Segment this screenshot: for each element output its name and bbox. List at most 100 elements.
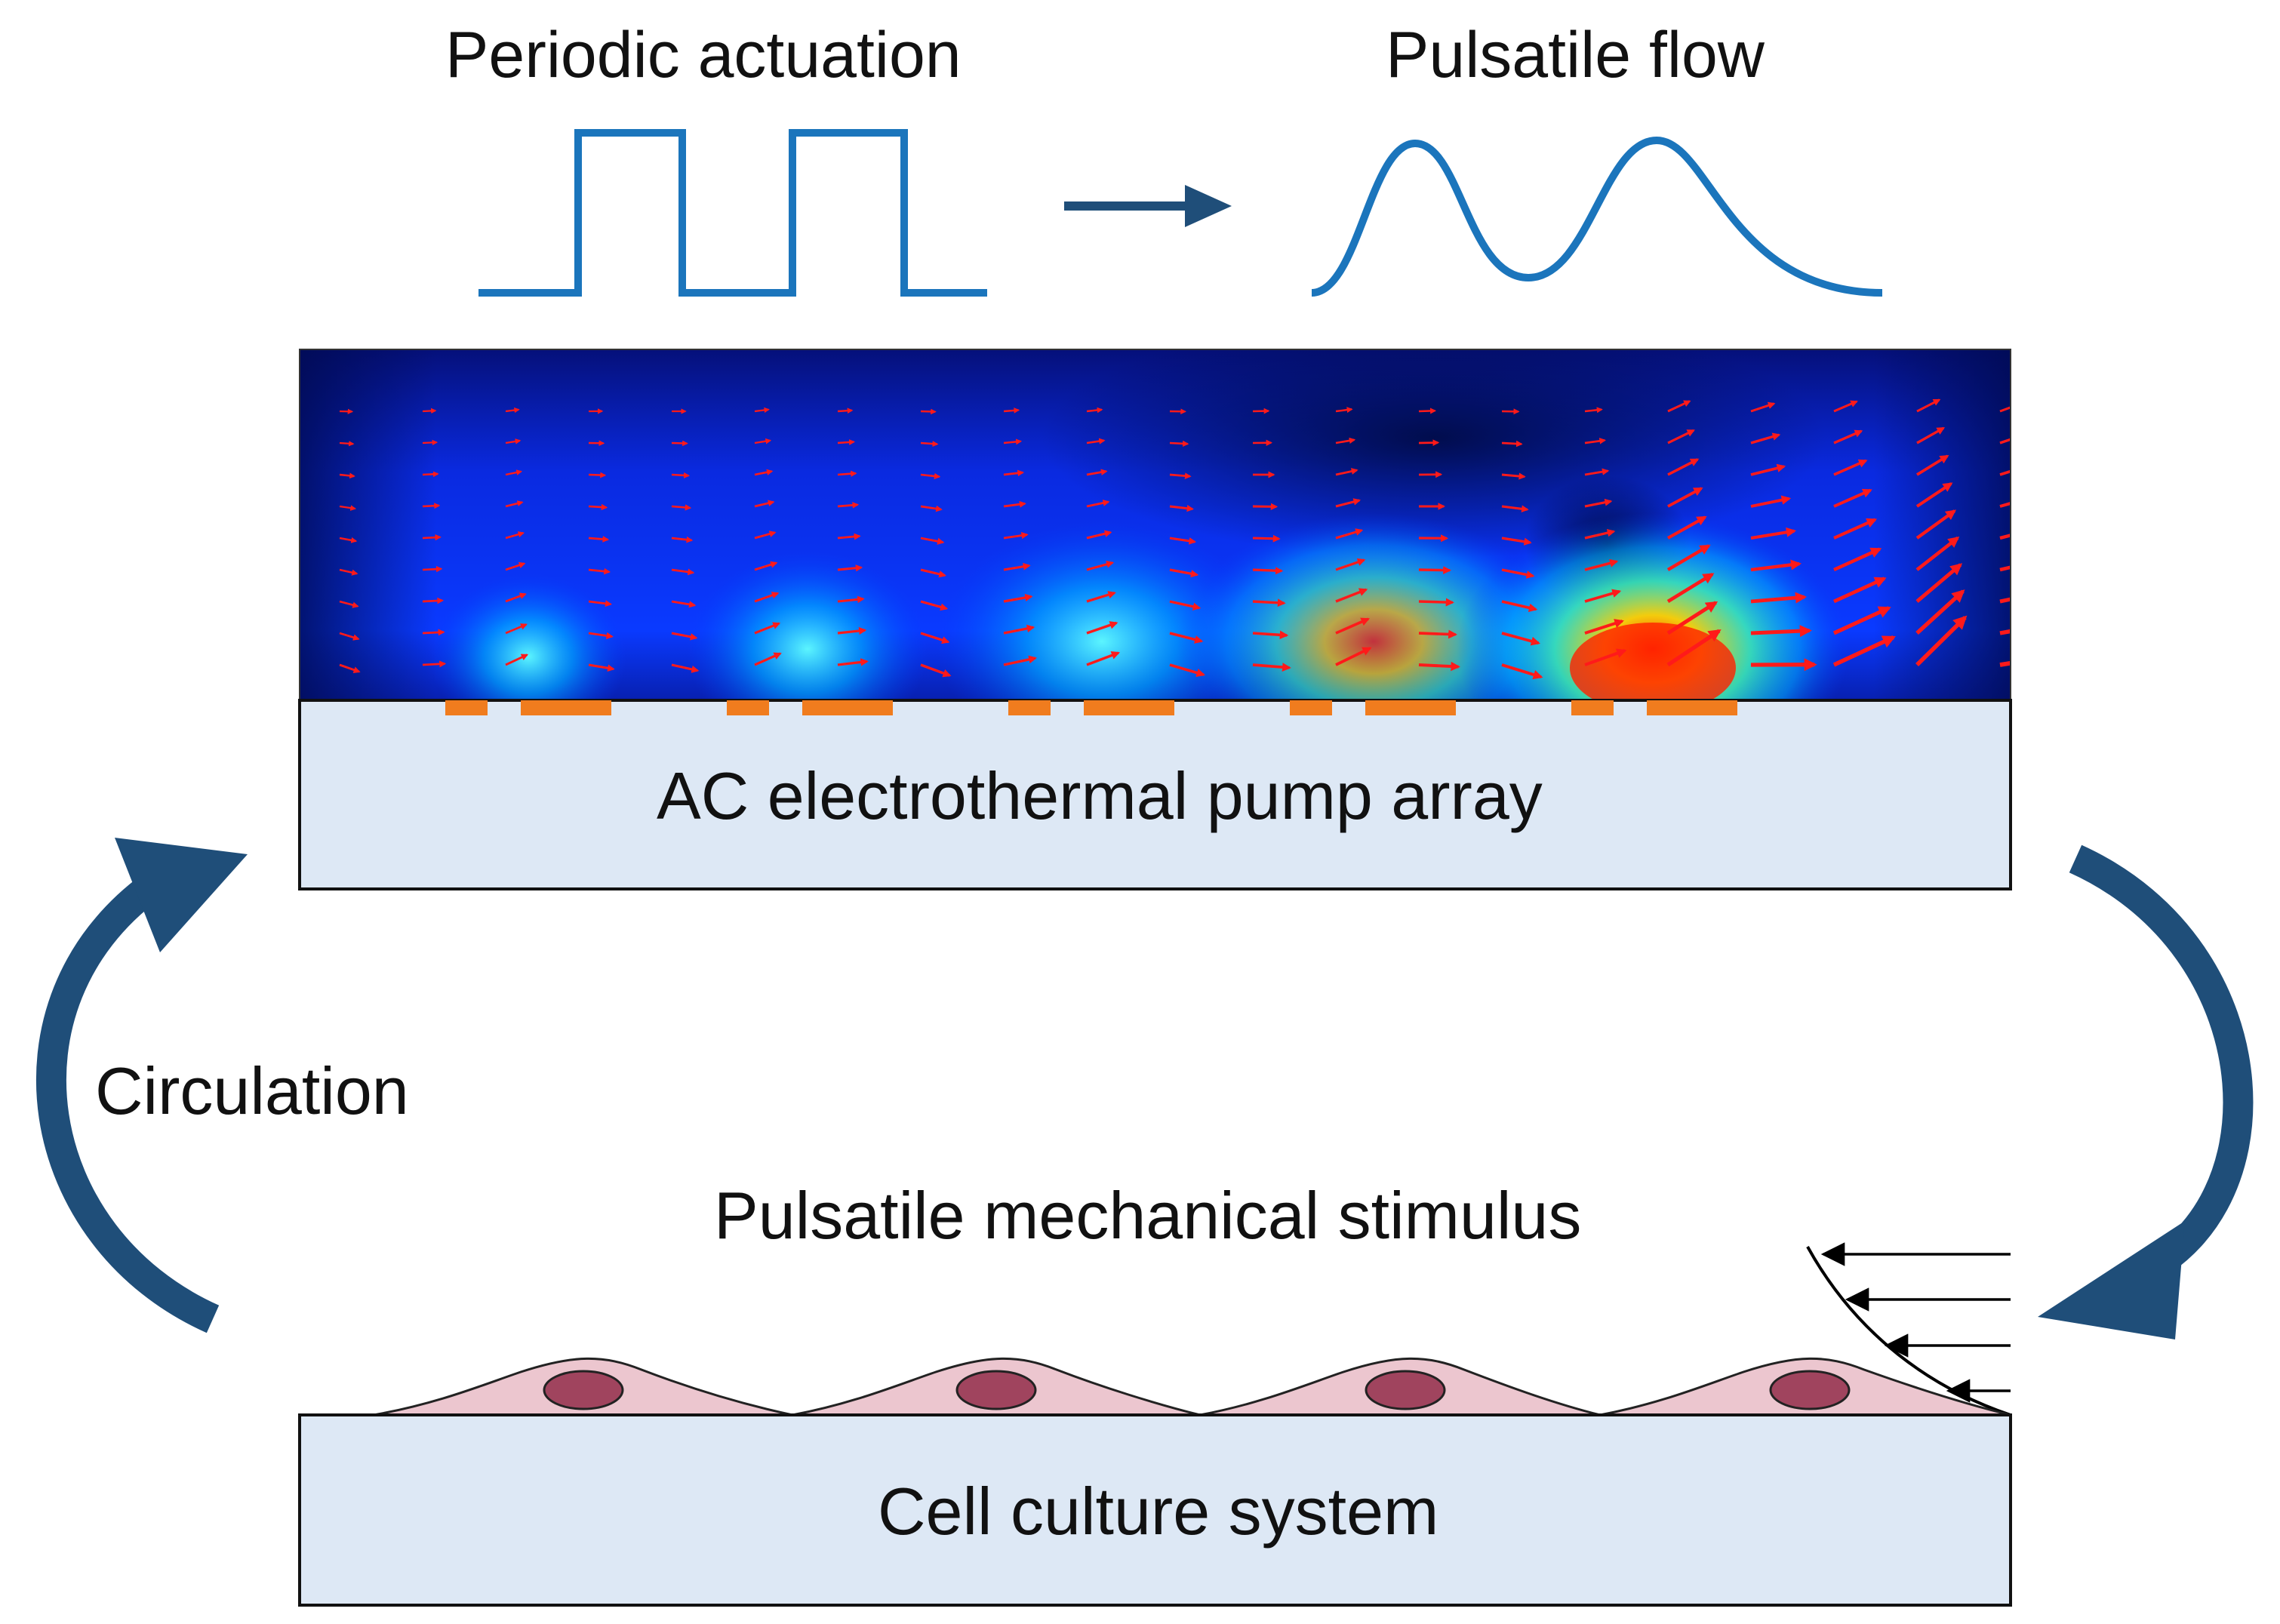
velocity-vector: [1916, 398, 1941, 413]
velocity-vector: [754, 531, 777, 540]
velocity-vector: [671, 600, 697, 608]
velocity-vector: [422, 439, 438, 446]
periodic-actuation-label: Periodic actuation: [445, 19, 962, 91]
velocity-vector: [1750, 625, 1812, 638]
velocity-vector: [505, 623, 528, 635]
velocity-vectors: [339, 398, 2011, 680]
velocity-vector: [1501, 472, 1526, 480]
electrode: [1084, 700, 1174, 715]
velocity-vector: [671, 440, 688, 447]
velocity-vector: [1252, 630, 1289, 640]
velocity-vector: [1086, 621, 1118, 635]
pump-array-box: [298, 699, 2012, 890]
velocity-vector: [754, 652, 782, 666]
velocity-vector: [1584, 498, 1613, 508]
velocity-vector: [1418, 629, 1457, 639]
velocity-vector: [1584, 468, 1610, 476]
velocity-vector: [505, 438, 522, 444]
velocity-vector: [1999, 469, 2011, 476]
velocity-vector: [1833, 488, 1872, 508]
velocity-vector: [1833, 518, 1878, 540]
velocity-vector: [339, 568, 358, 576]
velocity-vector: [1832, 606, 1891, 635]
velocity-vector: [1584, 648, 1627, 666]
velocity-vector: [1252, 408, 1270, 414]
velocity-vector: [422, 660, 447, 668]
cell-layer: [373, 1357, 2011, 1416]
electrode: [727, 700, 769, 715]
mechanical-stimulus-label: Pulsatile mechanical stimulus: [714, 1178, 1582, 1253]
velocity-vector: [1584, 589, 1622, 603]
velocity-vector: [1418, 598, 1454, 607]
velocity-vector: [1915, 563, 1963, 603]
velocity-vector: [1750, 527, 1797, 540]
velocity-vector: [1999, 597, 2011, 604]
velocity-vector: [1335, 558, 1366, 571]
velocity-vector: [754, 438, 772, 444]
velocity-vector: [1666, 515, 1707, 540]
velocity-vector: [1915, 482, 1953, 508]
velocity-vector: [1335, 437, 1356, 444]
velocity-vector: [1418, 566, 1452, 574]
velocity-vector: [1418, 661, 1460, 672]
velocity-vector: [588, 632, 614, 640]
velocity-vector: [1252, 598, 1286, 607]
velocity-vector: [1999, 406, 2011, 413]
velocity-vector: [1169, 568, 1199, 578]
velocity-vector: [1833, 400, 1858, 413]
velocity-vector: [1003, 624, 1035, 635]
velocity-vector: [1501, 632, 1540, 646]
velocity-vector: [1335, 617, 1371, 635]
velocity-vector: [422, 471, 439, 478]
velocity-vector: [920, 537, 945, 545]
velocity-vector: [1999, 501, 2011, 508]
velocity-vector: [1003, 408, 1020, 414]
velocity-vector: [1335, 468, 1358, 476]
velocity-vector: [1501, 600, 1538, 613]
velocity-vector: [588, 536, 610, 543]
velocity-vector: [837, 438, 855, 445]
velocity-vector: [754, 622, 781, 635]
velocity-vector: [1086, 500, 1110, 508]
pulsatile-flow-label: Pulsatile flow: [1386, 19, 1765, 91]
velocity-vector: [588, 567, 611, 575]
velocity-vector: [1086, 438, 1106, 444]
electrode: [1571, 700, 1614, 715]
electrode: [521, 700, 611, 715]
velocity-vector: [1335, 588, 1368, 603]
velocity-vector: [1750, 592, 1807, 604]
velocity-vector: [671, 536, 694, 543]
velocity-vector: [1003, 655, 1038, 666]
velocity-vector: [920, 441, 939, 448]
velocity-vector: [1086, 407, 1103, 414]
velocity-vector: [920, 663, 952, 678]
electrode: [1647, 700, 1737, 715]
velocity-vector: [1915, 589, 1965, 635]
velocity-vector: [837, 470, 857, 477]
velocity-vector: [920, 600, 949, 611]
velocity-profile: [1806, 1242, 2011, 1416]
velocity-vector: [1750, 495, 1792, 508]
velocity-vector: [1999, 438, 2011, 444]
velocity-vector: [1833, 459, 1868, 476]
cell-culture-box: [298, 1413, 2012, 1607]
velocity-vector: [671, 568, 695, 576]
pump-array-label: AC electrothermal pump array: [657, 758, 1543, 833]
velocity-vector: [505, 469, 523, 476]
velocity-vector: [1252, 663, 1291, 672]
pulsatile-wave-icon: [1311, 136, 1883, 297]
square-wave-icon: [478, 129, 987, 297]
cell-culture-label: Cell culture system: [878, 1474, 1439, 1549]
velocity-vector: [339, 472, 355, 479]
velocity-vector: [505, 561, 526, 571]
velocity-vector: [1916, 454, 1949, 476]
electrode-array: [445, 700, 1737, 715]
velocity-vector: [837, 564, 863, 572]
velocity-vector: [754, 469, 774, 476]
cell-nucleus: [543, 1370, 624, 1410]
velocity-vector: [505, 500, 524, 508]
velocity-vector: [1750, 401, 1776, 413]
velocity-vector: [1666, 601, 1718, 635]
velocity-vector: [1086, 530, 1112, 540]
